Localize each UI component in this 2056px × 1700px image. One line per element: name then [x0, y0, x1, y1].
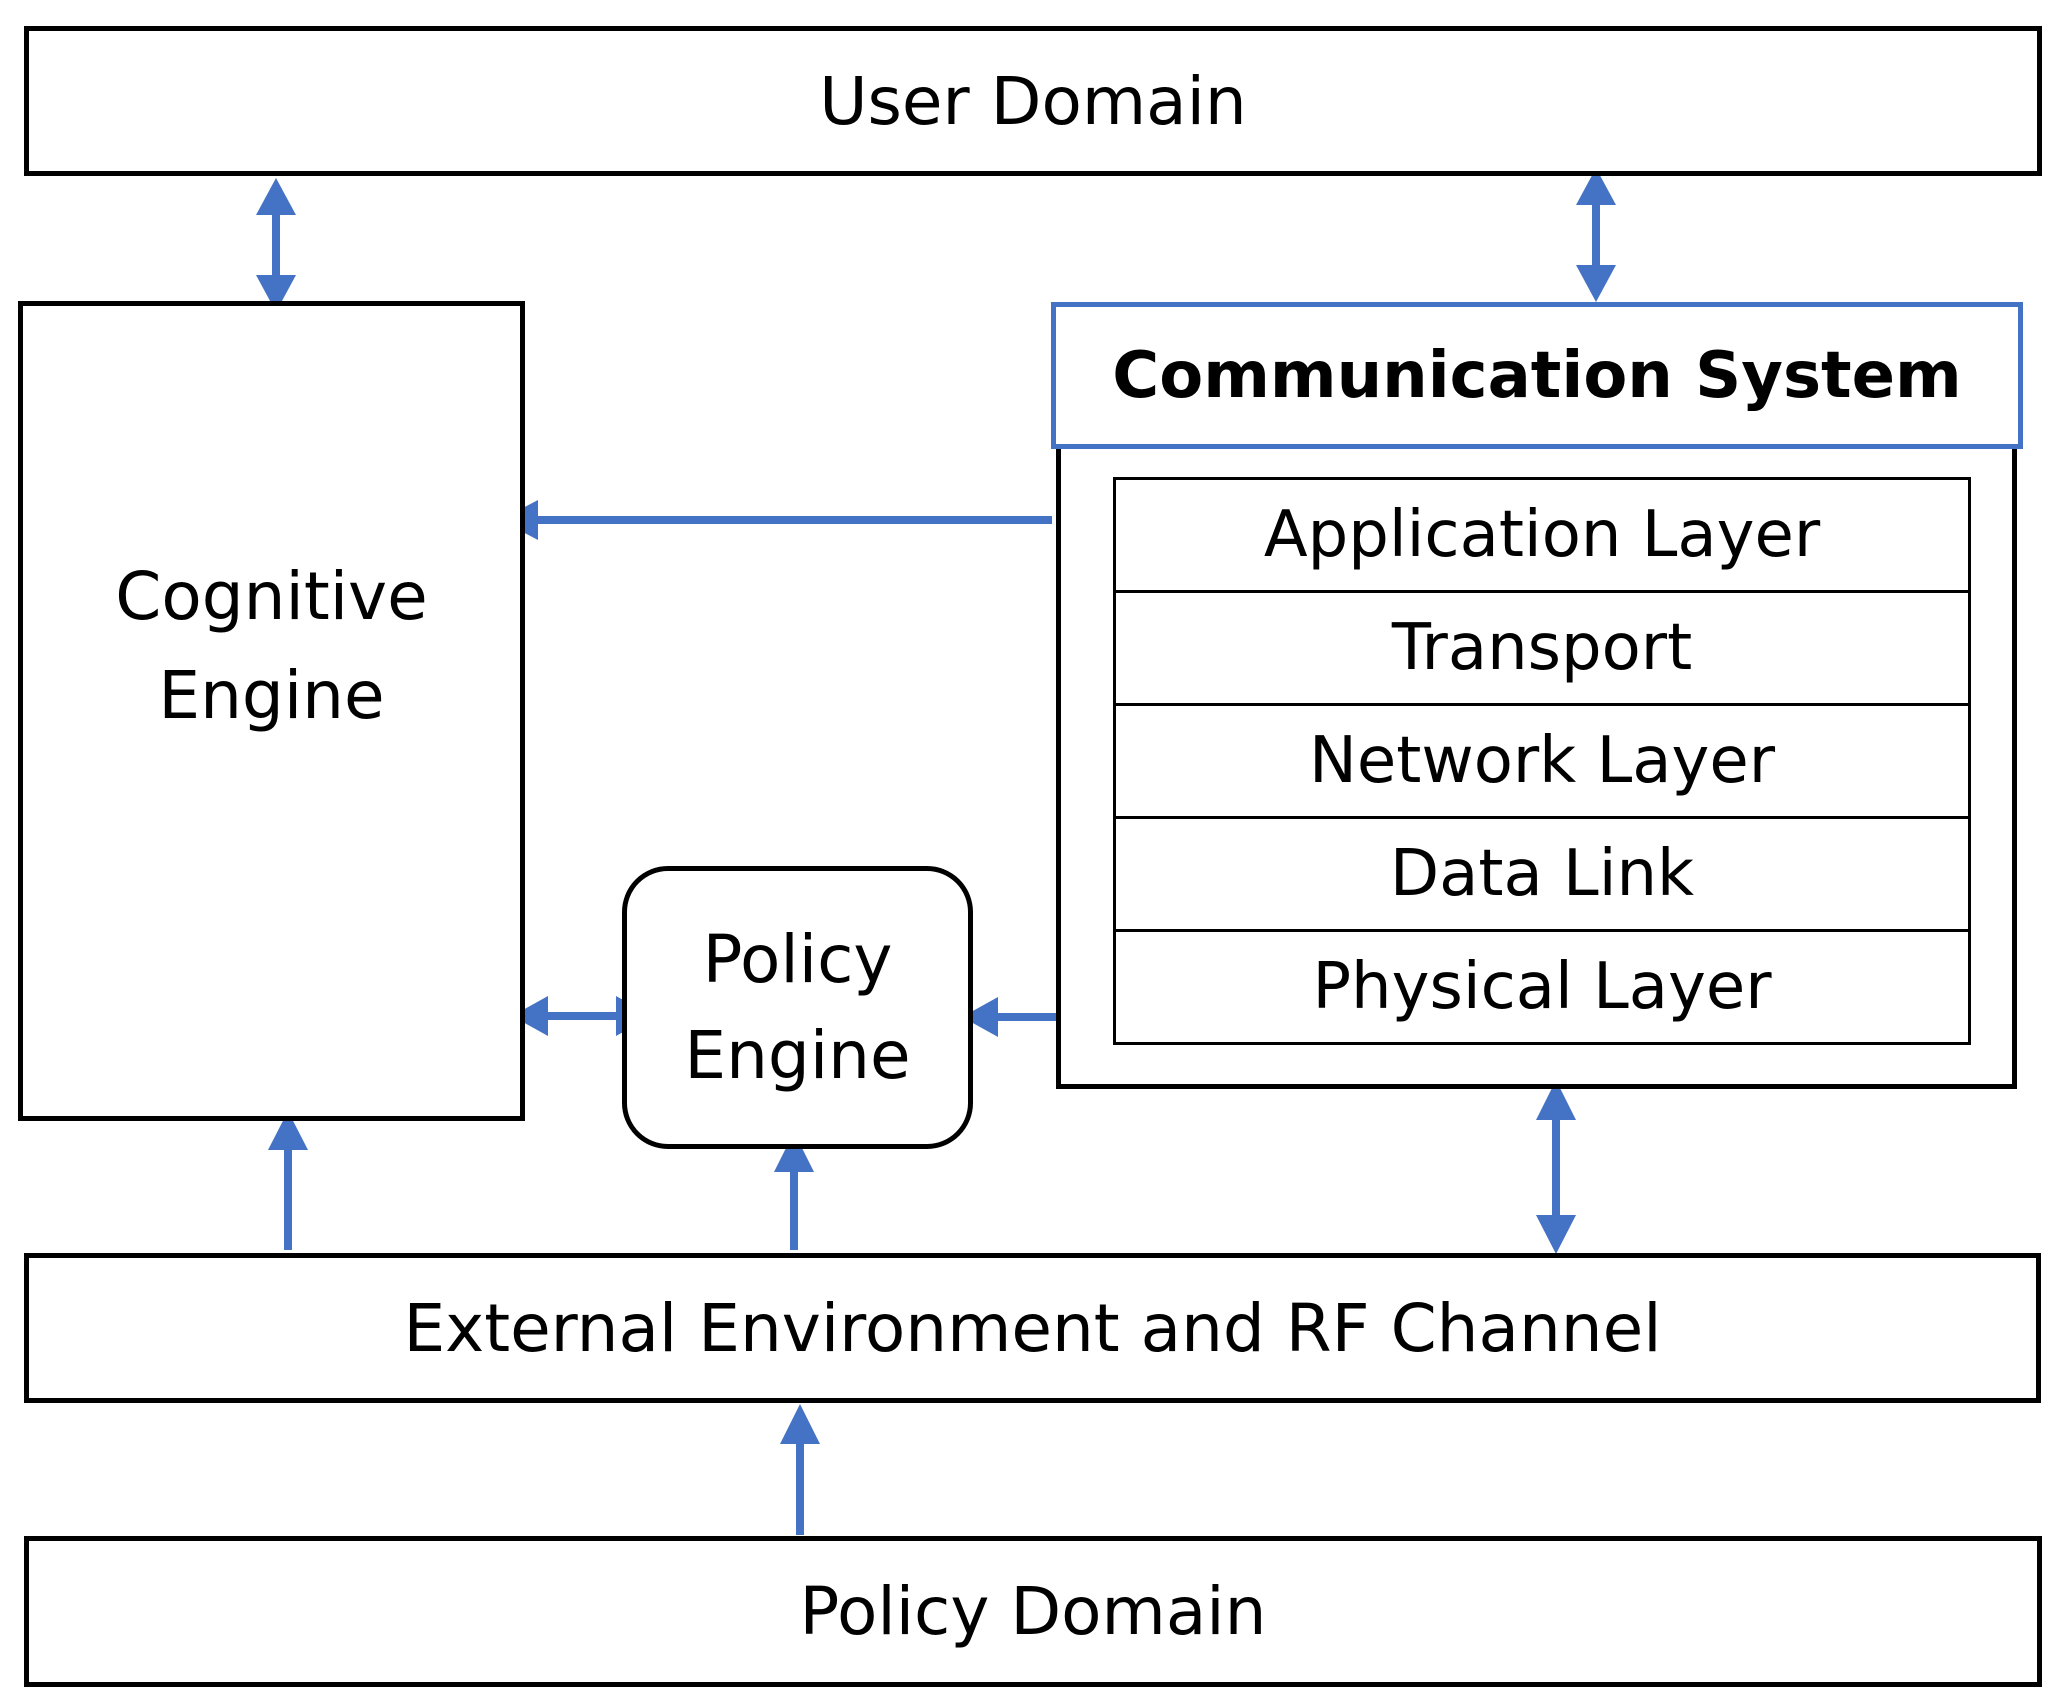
communication-system-title: Communication System [1051, 302, 2023, 449]
policy-domain-box: Policy Domain [24, 1536, 2042, 1687]
policy-engine-line1: Policy [702, 920, 893, 998]
arrow-policydomain-to-env [780, 1404, 820, 1535]
arrow-comm-env [1536, 1080, 1576, 1254]
policy-engine-line2: Engine [684, 1016, 911, 1094]
arrow-env-to-policy [774, 1132, 814, 1250]
cognitive-engine-label: Cognitive Engine [23, 241, 520, 1051]
user-domain-label: User Domain [819, 62, 1247, 140]
arrow-user-cognitive [256, 178, 296, 312]
layer-network: Network Layer [1116, 706, 1968, 819]
external-environment-box: External Environment and RF Channel [24, 1253, 2041, 1403]
arrow-user-comm [1576, 168, 1616, 302]
policy-domain-label: Policy Domain [799, 1573, 1267, 1650]
layer-transport: Transport [1116, 593, 1968, 706]
arrow-comm-to-cognitive [500, 500, 1052, 540]
cognitive-engine-box: Cognitive Engine [18, 301, 525, 1121]
external-environment-label: External Environment and RF Channel [403, 1289, 1662, 1367]
layer-application: Application Layer [1116, 480, 1968, 593]
layer-data-link: Data Link [1116, 819, 1968, 932]
cognitive-engine-line1: Cognitive [115, 558, 428, 635]
user-domain-box: User Domain [24, 26, 2042, 176]
protocol-layer-stack: Application Layer Transport Network Laye… [1113, 477, 1971, 1045]
policy-engine-label: Policy Engine [627, 871, 968, 1144]
cognitive-engine-line2: Engine [158, 657, 385, 734]
layer-physical: Physical Layer [1312, 950, 1772, 1024]
arrow-env-to-cognitive [268, 1111, 308, 1250]
policy-engine-box: Policy Engine [622, 866, 973, 1149]
